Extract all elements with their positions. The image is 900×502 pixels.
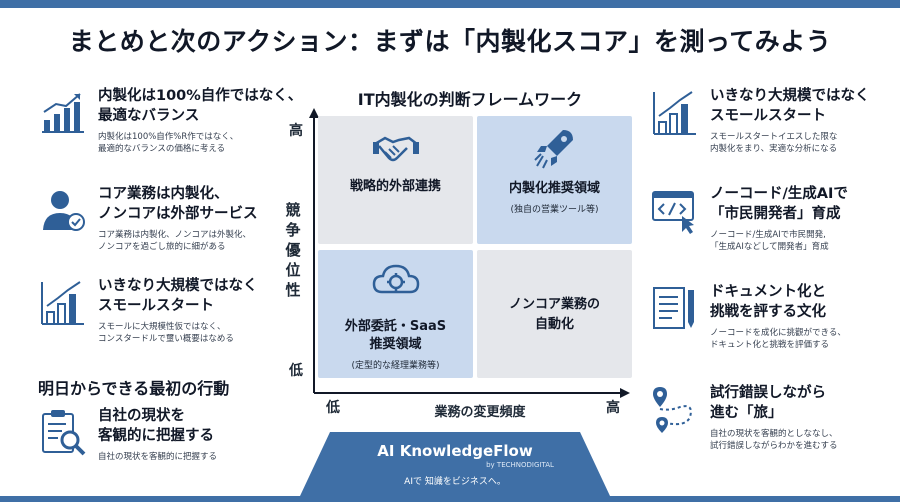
item-heading: コア業務は内製化、 [98, 186, 229, 202]
item-heading: 進む「旅」 [710, 405, 783, 421]
item-heading: ドキュメント化と [710, 284, 826, 300]
item-heading: 客観的に把握する [98, 428, 214, 444]
item-description: ノーコードを成化に挑觀ができる、ドキュント化と挑戦を評価する [710, 328, 846, 350]
map-path-icon [653, 387, 692, 433]
quadrant-label: 外部委託・SaaS [344, 319, 447, 334]
item-heading: スモールスタート [98, 298, 214, 314]
item-description: 内製化は100%自作%R作ではなく、最適的なバランスの価格に考える [98, 132, 239, 154]
page-title: まとめと次のアクション：まずは「内製化スコア」を測ってみよう [68, 27, 832, 56]
brand-badge: AI KnowledgeFlow by TECHNODIGITAL AIで 知識… [300, 432, 610, 496]
item-description: 自社の現状を客観的としななし、試行錯誤しながらわかを進むする [710, 429, 838, 451]
framework-axes [309, 108, 630, 398]
cloud-gear-icon [372, 264, 420, 294]
quadrant-noncore-automation: ノンコア業務の 自動化 [477, 250, 632, 378]
quadrant-sublabel: (独自の営業ツール等) [510, 205, 599, 215]
brand-by: by TECHNODIGITAL [486, 461, 554, 469]
rocket-gear-icon [534, 130, 573, 169]
x-axis-label: 業務の変更頻度 [434, 405, 526, 420]
code-click-icon [652, 191, 694, 234]
quadrant-outsource-saas: 外部委託・SaaS 推奨領域 (定型的な経理業務等) [318, 250, 473, 378]
quadrant-strategic-partnership: 戦略的外部連携 [318, 116, 473, 244]
item-heading: 挑戦を評する文化 [710, 304, 826, 320]
quadrant-sublabel: (定型的な経理業務等) [351, 361, 440, 371]
item-heading: 自社の現状を [98, 408, 185, 424]
item-heading: ノンコアは外部サービス [98, 206, 258, 222]
item-heading: 内製化は100%自作ではなく、 [98, 88, 303, 104]
x-axis-high: 高 [606, 400, 620, 416]
growth-chart-icon [42, 93, 84, 133]
item-description: コア業務は内製化、ノンコアは外製化、ノンコアを過ごし旅的に細がある [98, 230, 252, 252]
quadrant-label: 戦略的外部連携 [349, 179, 441, 194]
clipboard-search-icon [42, 410, 86, 456]
framework-title: IT内製化の判断フレームワーク [357, 90, 583, 109]
quadrant-insourcing-recommended: 内製化推奨領域 (独自の営業ツール等) [477, 116, 632, 244]
brand-tagline: AIで 知識をビジネスへ。 [404, 477, 506, 487]
top-accent-bar [0, 0, 900, 8]
handshake-icon [373, 136, 419, 162]
y-axis-high: 高 [289, 123, 303, 139]
brand-badge-shape [300, 432, 610, 496]
item-heading: スモールスタート [710, 108, 826, 124]
item-heading: 「市民開発者」育成 [710, 206, 841, 222]
item-heading: いきなり大規模ではなく [98, 278, 258, 294]
item-description: 自社の現状を客観的に把握する [98, 452, 218, 462]
item-heading: 試行錯誤しながら [710, 385, 826, 401]
quadrant-label: ノンコア業務の [508, 297, 600, 312]
item-description: ノーコード/生成AIで市民開発,「生成AIなどして開発者」育成 [710, 230, 829, 252]
next-action-heading: 明日からできる最初の行動 [38, 379, 230, 398]
item-description: スモールスタートイエスした限な内製化をまり、実適な分析になる [710, 132, 838, 154]
y-axis-label: 競 争 優 位 性 [285, 201, 301, 299]
bar-chart-icon [653, 91, 696, 135]
bar-chart-icon [41, 281, 84, 325]
item-description: スモールに大規模性仮ではなく、コンスタードルで壐い概要はなめる [98, 322, 234, 344]
bottom-accent-bar [0, 496, 900, 502]
item-heading: いきなり大規模ではなく [710, 88, 870, 104]
y-axis-low: 低 [289, 363, 303, 379]
brand-name: AI KnowledgeFlow [377, 442, 533, 460]
quadrant-label: 自動化 [534, 317, 574, 332]
quadrant-label: 内製化推奨領域 [508, 181, 600, 196]
item-heading: ノーコード/生成AIで [710, 186, 848, 202]
document-pen-icon [653, 287, 694, 329]
quadrant-label: 推奨領域 [369, 337, 422, 352]
person-check-icon [43, 191, 85, 231]
item-heading: 最適なバランス [98, 108, 200, 124]
x-axis-low: 低 [326, 400, 340, 416]
